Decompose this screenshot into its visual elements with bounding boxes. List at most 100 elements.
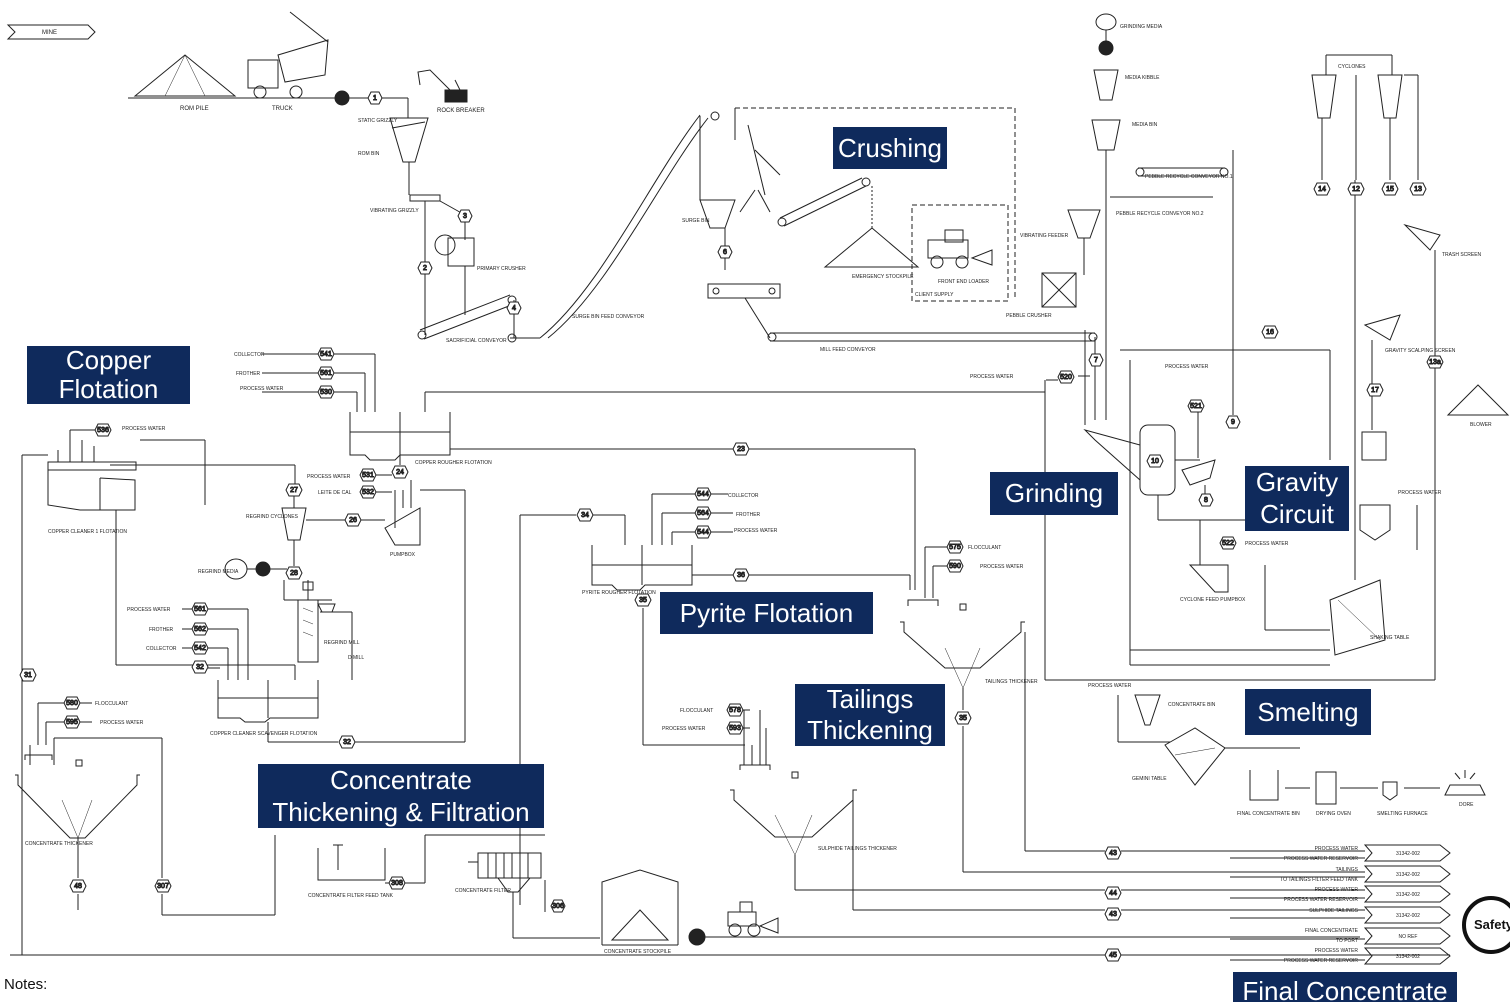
surge-bin-feed-conveyor-icon [508,112,719,342]
label-process-water-6: PROCESS WATER [980,564,1024,570]
svg-text:45: 45 [1109,952,1117,959]
section-title-copper-flotation: Copper Flotation [27,346,190,404]
label-process-water-grinding: PROCESS WATER [970,374,1014,380]
trommel-screen-icon [1182,460,1215,485]
label-sacrificial-conveyor: SACRIFICIAL CONVEYOR [446,338,507,344]
client-supply-box [912,205,1008,301]
stream-31: 31 [20,669,36,681]
output-5-ref[interactable]: NO REF [1399,934,1418,940]
label-pebble-recycle-2: PEBBLE RECYCLE CONVEYOR NO.2 [1116,211,1204,217]
output-1-desc1: PROCESS WATER [1315,846,1359,852]
svg-text:12: 12 [1352,186,1360,193]
output-4-ref[interactable]: 31342-002 [1396,913,1420,919]
label-smelting-furnace: SMELTING FURNACE [1377,811,1428,817]
stream-17: 17 [1367,384,1383,396]
front-end-loader-icon [928,230,992,268]
stream-561: 561 [318,367,334,379]
stream-544b: 544 [695,526,711,538]
gravity-bin-icon [1360,505,1390,540]
svg-text:15: 15 [1386,186,1394,193]
svg-text:593: 593 [729,725,741,732]
svg-text:578: 578 [729,707,741,714]
notes-label: Notes: [4,976,47,993]
concentrate-stockpile-icon [602,870,678,945]
stream-32a: 32 [192,661,208,673]
svg-text:24: 24 [396,469,404,476]
svg-text:23: 23 [737,446,745,453]
label-rom-bin: ROM BIN [358,151,380,157]
svg-text:44: 44 [1109,890,1117,897]
svg-text:580: 580 [66,700,78,707]
stream-1: 1 [368,92,382,104]
stream-7: 7 [1089,354,1103,366]
output-6-ref[interactable]: 31342-002 [1396,954,1420,960]
output-5-desc2: TO PORT [1336,938,1358,944]
sulphide-tailings-thickener-icon [730,772,857,855]
svg-text:35: 35 [959,715,967,722]
concentrate-thickener-left-icon [15,760,140,838]
cyclones-icon [1312,75,1402,118]
label-process-water-7: PROCESS WATER [662,726,706,732]
stream-44: 44 [1105,887,1121,899]
svg-text:13a: 13a [1429,359,1441,366]
stream-564: 564 [695,507,711,519]
output-6-desc2: PROCESS WATER RESERVOIR [1284,958,1358,964]
label-concentrate-stockpile: CONCENTRATE STOCKPILE [604,949,672,955]
label-process-water-1: PROCESS WATER [240,386,284,392]
smelting-furnace-icon [1383,782,1397,800]
stream-9: 9 [1226,416,1240,428]
svg-text:307: 307 [157,883,169,890]
sacrificial-conveyor-icon [418,295,516,339]
label-collector-1: COLLECTOR [234,352,265,358]
stream-522: 522 [1220,537,1236,549]
loader-icon-2 [728,902,778,936]
mill-feed-conveyor-icon [768,333,1097,341]
label-frother-1: FROTHER [236,371,261,377]
svg-text:36: 36 [737,572,745,579]
stream-3: 3 [458,210,472,222]
svg-text:32: 32 [343,739,351,746]
label-concentrate-thickener: CONCENTRATE THICKENER [25,841,93,847]
svg-text:3: 3 [463,213,467,220]
svg-text:544: 544 [697,529,709,536]
svg-text:4: 4 [512,305,516,312]
trash-screen-icon [1405,225,1440,250]
output-3-desc2: PROCESS WATER RESERVOIR [1284,897,1358,903]
truck-icon [248,12,328,98]
svg-text:43: 43 [1109,911,1117,918]
svg-text:17: 17 [1371,387,1379,394]
label-regrind-media: REGRIND MEDIA [198,569,239,575]
rock-breaker-icon [418,70,467,102]
stream-531: 531 [360,469,376,481]
label-process-water-5: PROCESS WATER [734,528,778,534]
stream-306: 306 [551,900,565,912]
label-process-water-gravity: PROCESS WATER [1398,490,1442,496]
label-frother-2: FROTHER [149,627,174,633]
label-tailings-thickener: TAILINGS THICKENER [985,679,1038,685]
svg-text:521: 521 [1190,403,1202,410]
svg-text:590: 590 [949,563,961,570]
copper-rougher-cells [350,412,450,460]
svg-text:35: 35 [639,597,647,604]
output-2-ref[interactable]: 31342-002 [1396,872,1420,878]
stream-6: 6 [718,246,732,258]
gravity-concentrator-icon [1362,432,1386,460]
label-cyclones: CYCLONES [1338,64,1366,70]
media-kibble-icon [1094,70,1118,100]
svg-text:16: 16 [1266,329,1274,336]
label-surge-bin: SURGE BIN [682,218,710,224]
gravity-scalping-screen-icon [1365,315,1400,340]
stream-14: 14 [1314,183,1330,195]
stream-530: 530 [318,386,334,398]
svg-text:595: 595 [66,719,78,726]
svg-text:1: 1 [373,95,377,102]
output-6-desc1: PROCESS WATER [1315,948,1359,954]
svg-text:562: 562 [194,626,206,633]
output-1-ref[interactable]: 31342-002 [1396,851,1420,857]
svg-text:13: 13 [1414,186,1422,193]
section-title-grinding: Grinding [990,472,1118,515]
pyrite-rougher-cells [592,545,692,590]
svg-text:531: 531 [362,472,374,479]
output-3-ref[interactable]: 31342-002 [1396,892,1420,898]
